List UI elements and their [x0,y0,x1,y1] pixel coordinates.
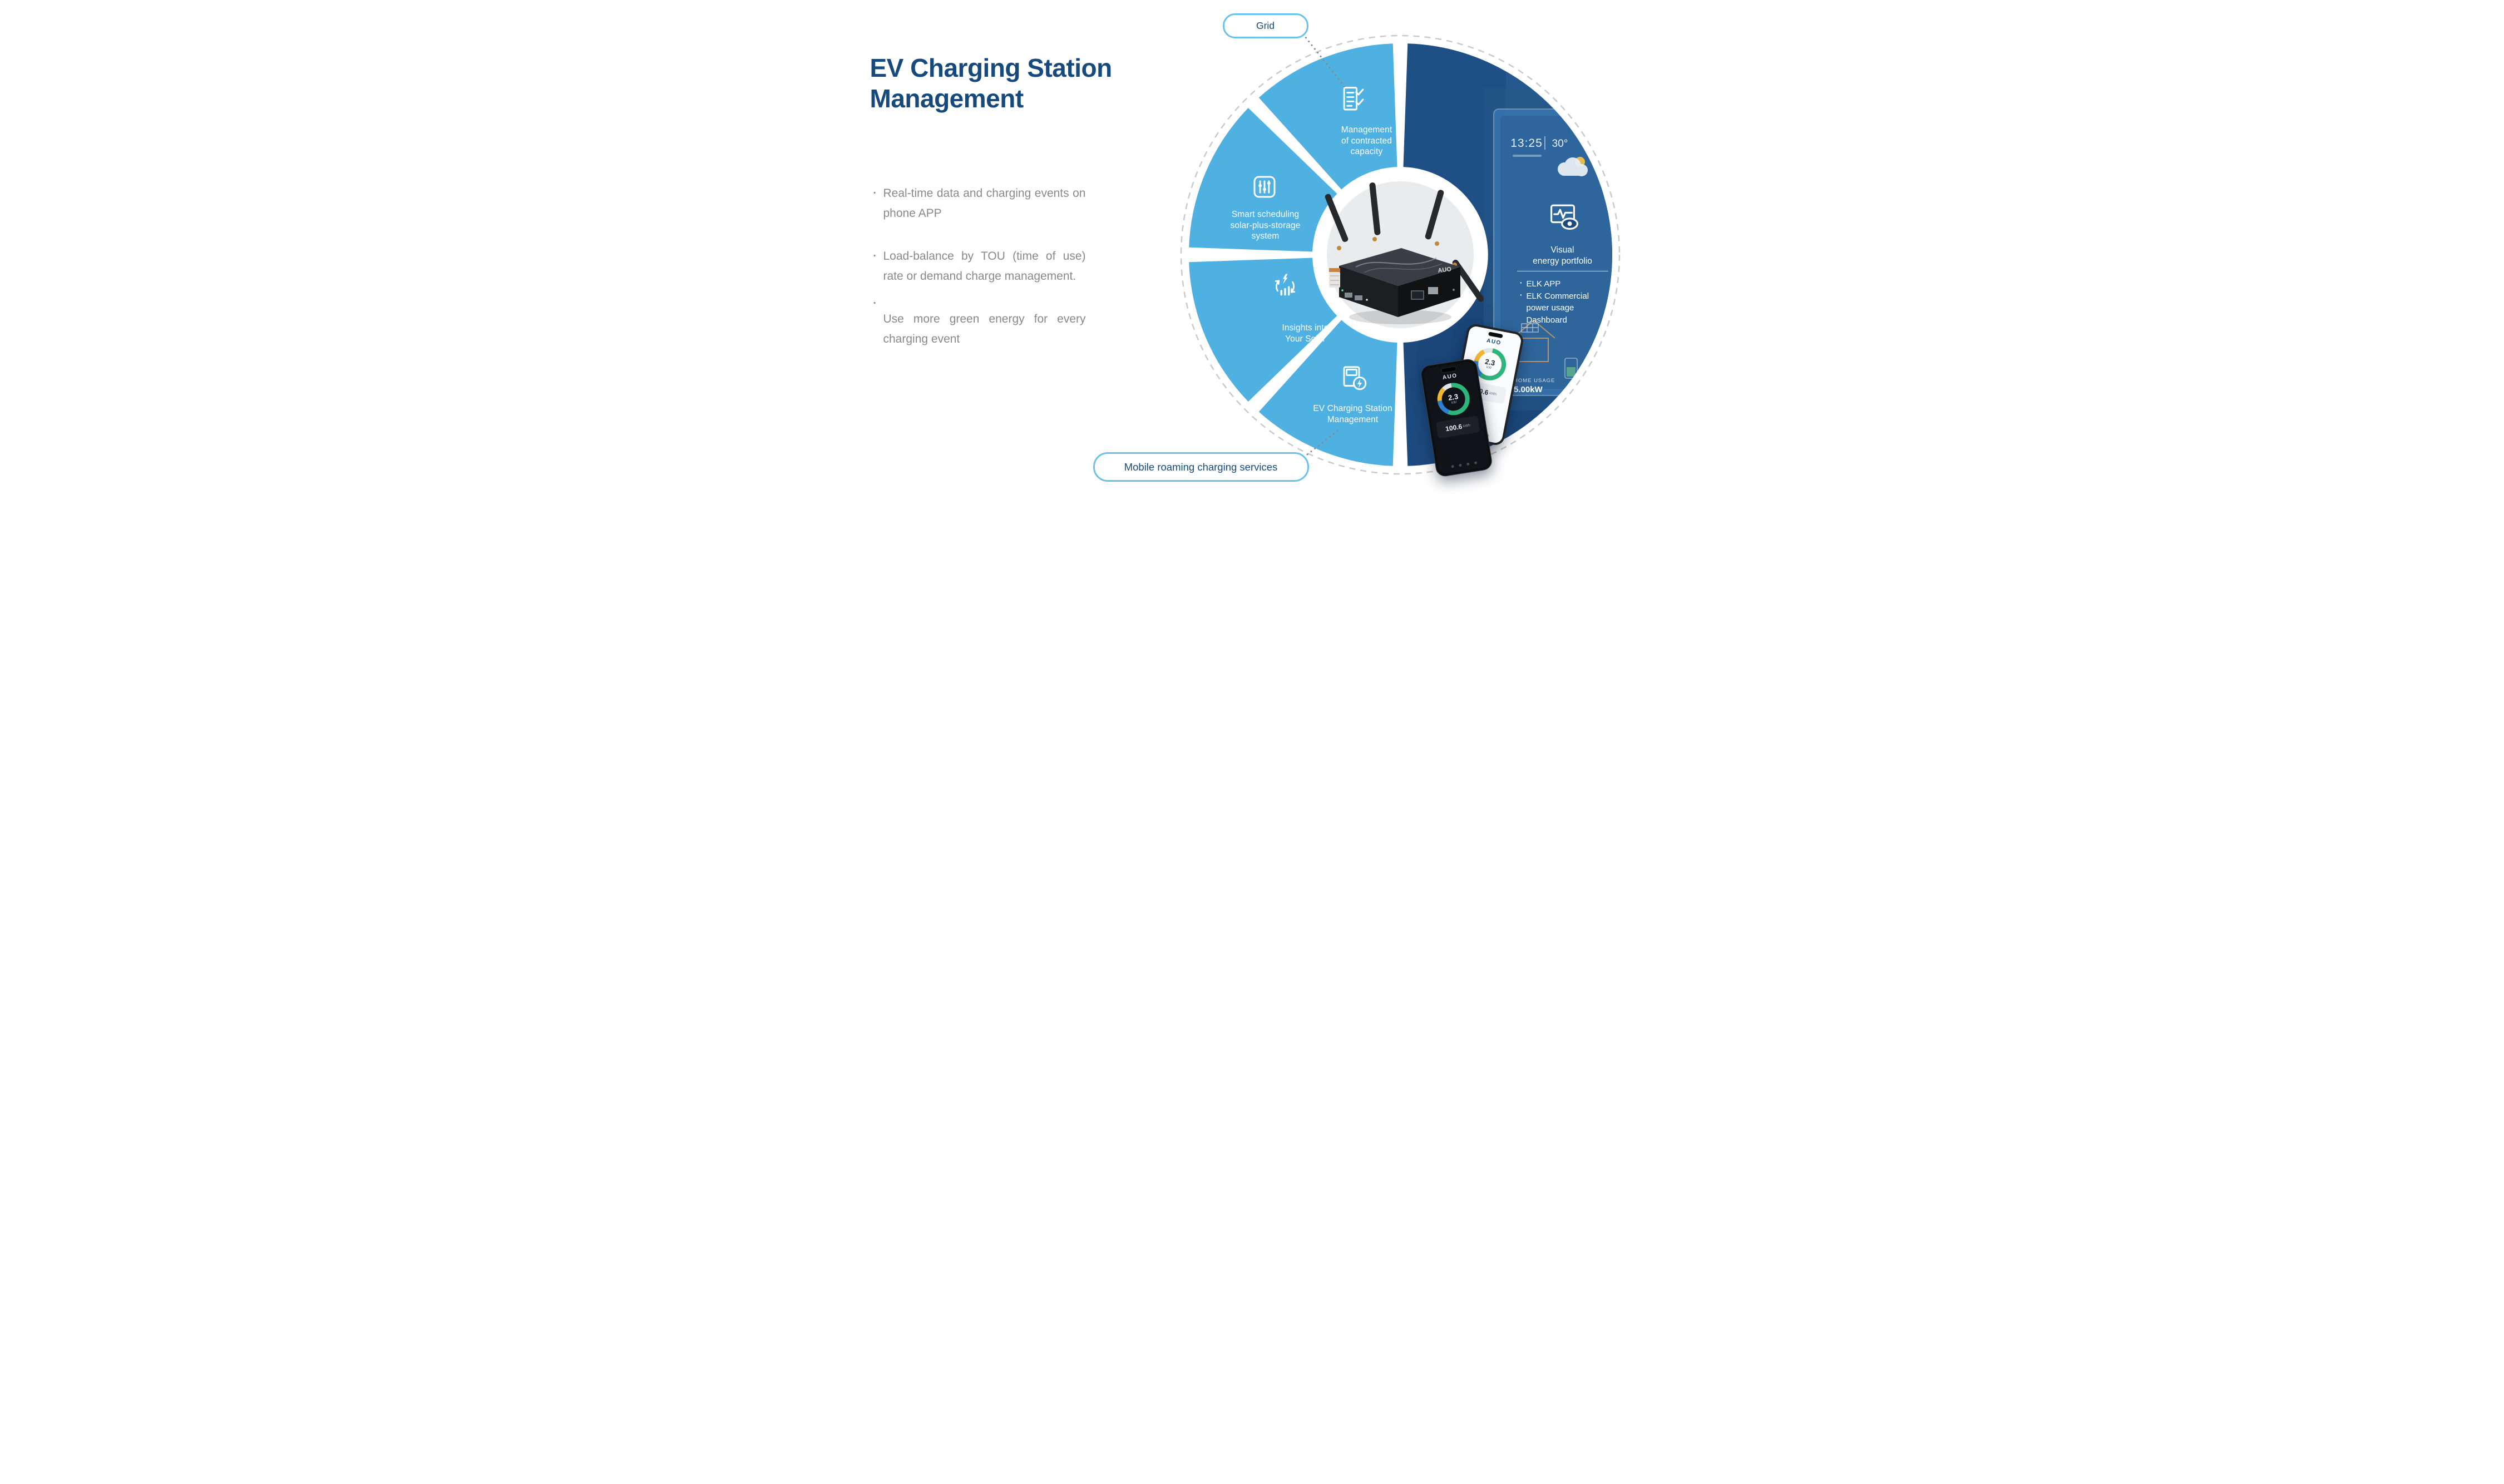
usage-unit: kWh [1463,423,1470,428]
portfolio-item-text: ELK APP [1526,279,1561,289]
segment-ev-charging [1258,320,1397,466]
label-line: system [1251,231,1280,241]
gauge-center: 2.3 kW [1475,350,1503,378]
energy-gauge: 2.3 kW [1435,380,1472,418]
panel-usage-value: 5.00kW [1514,385,1543,394]
gauge-value: 2.3 [1447,392,1459,402]
energy-monitor-eye-icon [1548,200,1580,233]
label-line: capacity [1350,147,1383,156]
device-ports [1341,287,1455,301]
feature-notes: Real-time data and charging events on ph… [870,182,1086,349]
panel-time: 13:25 [1510,137,1543,150]
portfolio-title: Visual energy portfolio [1513,245,1613,267]
label-line: Visual [1550,245,1574,255]
mobile-roaming-badge-label: Mobile roaming charging services [1124,461,1278,473]
label-line: Management [1327,414,1379,424]
cloud-icon [1557,157,1588,176]
app-brand: AUO [1441,372,1458,381]
segment-solar-insights [1188,258,1337,402]
portfolio-item: ELK APP [1518,277,1603,290]
gauge-unit: kW [1485,365,1492,370]
portfolio-item: ELK Commercial power usage Dashboard [1518,289,1603,327]
usage-card: 100.6 kWh [1435,415,1480,439]
note-text: Load-balance by TOU (time of use) rate o… [883,250,1086,283]
intro-block: EV Charging Station Management [870,53,1148,114]
app-brand: AUO [1485,337,1502,347]
segment-label-smart-scheduling: Smart scheduling solar-plus-storage syst… [1213,209,1318,242]
page-title: EV Charging Station Management [870,53,1148,114]
panel-temp: 30° [1552,138,1568,150]
device-top-face [1339,248,1460,286]
terminal-block [1328,268,1340,288]
solar-cycle-icon [1270,271,1300,301]
usage-unit: kWh [1489,391,1497,397]
checklist-document-icon [1339,85,1369,115]
gauge-unit: kW [1451,400,1457,405]
note-item [870,292,1086,312]
gateway-device: AUO [1325,182,1484,324]
segment-contracted-capacity [1258,43,1397,190]
wheel-diagram: 13:25 30° [835,0,1670,494]
label-line: solar-plus-storage [1230,220,1301,230]
device-left-face [1339,266,1398,317]
label-line: Your Solar [1285,334,1326,344]
segment-label-solar-insights: Insights into Your Solar [1256,323,1356,344]
portfolio-item-text: ELK Commercial power usage Dashboard [1526,291,1589,325]
segment-label-ev-charging: EV Charging Station Management [1300,403,1406,425]
segment-label-contracted-capacity: Management of contracted capacity [1317,125,1417,157]
dashed-outline-circle [1180,34,1620,475]
infographic-canvas: EV Charging Station Management Real-time… [834,0,1670,494]
note-text: Use more green energy for every charging… [883,313,1086,345]
segment-smart-scheduling [1188,108,1337,252]
label-line: energy portfolio [1533,256,1592,266]
label-line: Insights into [1282,323,1329,333]
portfolio-list: ELK APP ELK Commercial power usage Dashb… [1518,277,1603,327]
phone-notch [1440,365,1457,374]
battery-sketch [1564,358,1578,379]
panel-usage-label: HOME USAGE [1514,378,1555,384]
note-item: Use more green energy for every charging… [870,309,1086,349]
label-line: EV Charging Station [1313,404,1392,413]
note-item: Load-balance by TOU (time of use) rate o… [870,245,1086,286]
mobile-roaming-badge: Mobile roaming charging services [1093,452,1309,482]
device-brand-label: AUO [1437,266,1451,274]
grid-badge-label: Grid [1256,20,1275,31]
label-line: Smart scheduling [1231,210,1300,219]
title-line-2: Management [870,84,1024,113]
note-item: Real-time data and charging events on ph… [870,182,1086,223]
title-line-1: EV Charging Station [870,53,1113,82]
note-text: Real-time data and charging events on ph… [883,187,1086,220]
label-line: of contracted [1341,136,1392,146]
sliders-icon [1249,172,1280,202]
gauge-center: 2.3 kW [1440,385,1467,413]
usage-value: 100.6 [1444,422,1463,433]
phone-notch [1487,332,1503,339]
ev-charger-icon [1339,363,1369,393]
app-nav-dots [1450,461,1477,468]
label-line: Management [1341,125,1392,135]
grid-badge: Grid [1222,13,1308,38]
